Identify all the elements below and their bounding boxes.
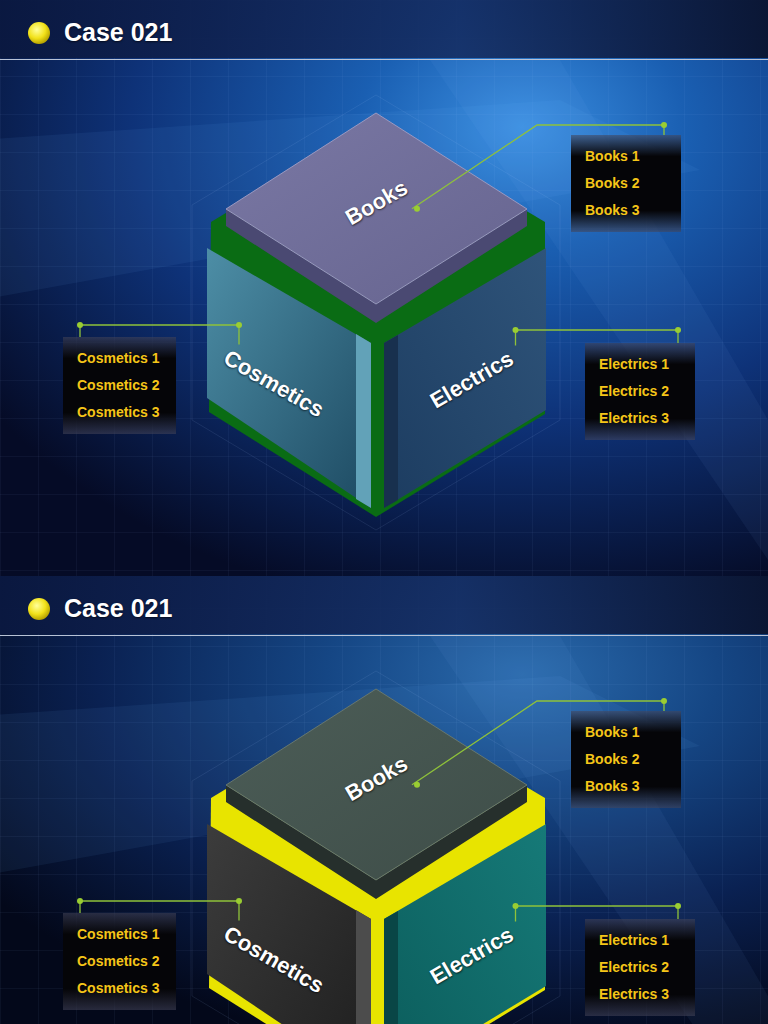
header-band: [0, 0, 768, 58]
bullet-dot: [28, 598, 50, 620]
node-text: Books 3: [585, 773, 667, 800]
node-text: Electrics 1: [599, 927, 681, 954]
callout-box: Electrics 1Electrics 2Electrics 3: [585, 919, 695, 1016]
callout-box: Electrics 1Electrics 2Electrics 3: [585, 343, 695, 440]
node-text: Books: [341, 175, 412, 231]
slide-background: [0, 576, 768, 1024]
cube: [192, 95, 560, 530]
slide-title: Case 021: [64, 16, 172, 48]
wireframe: [192, 671, 560, 1024]
node-text: Books 1: [585, 143, 667, 170]
node-text: Cosmetics 1: [77, 921, 162, 948]
leader-dot: [513, 327, 519, 333]
cube-face-label: Electrics: [426, 922, 519, 991]
node-text: Cosmetics 3: [77, 399, 162, 426]
node-text: Cosmetics 3: [77, 975, 162, 1002]
node-text: Cosmetics: [218, 345, 327, 423]
node-text: Books 3: [585, 197, 667, 224]
cube-face-edge: [356, 910, 371, 1024]
node-text: Cosmetics 2: [77, 372, 162, 399]
node-text: Electrics 3: [599, 405, 681, 432]
wireframe: [192, 95, 560, 530]
leader-dot: [77, 322, 83, 328]
leader-dot: [414, 206, 420, 212]
slide-title: Case 021: [64, 592, 172, 624]
cube-face-top: [226, 689, 527, 880]
leader-dot: [675, 327, 681, 333]
node-text: Electrics 2: [599, 954, 681, 981]
header-rule: [0, 59, 768, 60]
node-text: Books 1: [585, 719, 667, 746]
bullet-dot: [28, 22, 50, 44]
leader-dot: [661, 698, 667, 704]
node-text: Electrics 1: [599, 351, 681, 378]
node-text: Books 2: [585, 746, 667, 773]
node-text: Books 2: [585, 170, 667, 197]
node-text: Cosmetics 2: [77, 948, 162, 975]
cube-face-edge: [384, 911, 398, 1024]
header-rule: [0, 635, 768, 636]
cube-face-edge: [356, 334, 371, 508]
cube: [192, 671, 560, 1024]
grid: [0, 0, 768, 576]
node-text: Cosmetics 1: [77, 345, 162, 372]
cube-face-top: [226, 113, 527, 304]
callout-box: Books 1Books 2Books 3: [571, 135, 681, 232]
leader-dot: [513, 903, 519, 909]
node-text: Electrics 3: [599, 981, 681, 1008]
node-text: Electrics: [426, 922, 518, 990]
leader-dot: [414, 782, 420, 788]
slide-background: [0, 0, 768, 576]
leader-dot: [236, 898, 242, 904]
header-band: [0, 576, 768, 634]
leader-dot: [675, 903, 681, 909]
cube-face-label: Electrics: [426, 346, 519, 415]
callout-box: Books 1Books 2Books 3: [571, 711, 681, 808]
cube-face-edge: [384, 335, 398, 508]
leader-dot: [236, 322, 242, 328]
callout-box: Cosmetics 1Cosmetics 2Cosmetics 3: [63, 337, 176, 434]
callout-box: Cosmetics 1Cosmetics 2Cosmetics 3: [63, 913, 176, 1010]
cube-face-label: Cosmetics: [218, 921, 328, 1000]
background: [0, 0, 768, 576]
leader-dot: [77, 898, 83, 904]
cube-face-label: Books: [340, 175, 412, 232]
cube-face-label: Books: [340, 751, 412, 808]
node-text: Cosmetics: [218, 921, 327, 999]
node-text: Electrics: [426, 346, 518, 414]
cube-face-label: Cosmetics: [218, 345, 328, 424]
node-text: Books: [341, 751, 412, 807]
node-text: Electrics 2: [599, 378, 681, 405]
leader-dot: [661, 122, 667, 128]
